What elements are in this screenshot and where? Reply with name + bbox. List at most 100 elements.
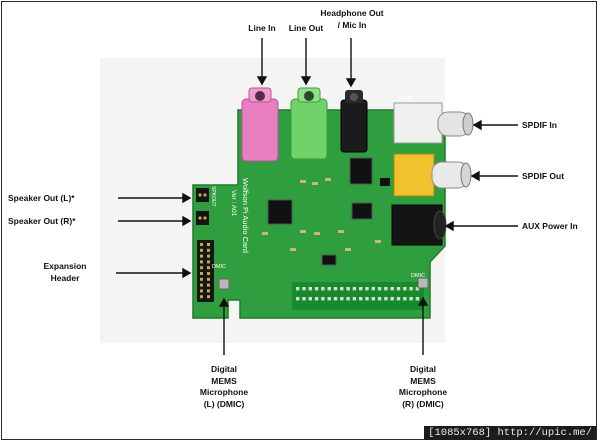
gpio-pin — [384, 287, 388, 291]
ic-chip — [349, 157, 373, 185]
gpio-pin — [302, 297, 306, 301]
gpio-pin — [314, 297, 319, 301]
ic-chip — [380, 178, 390, 186]
gpio-pin — [371, 287, 375, 291]
label-expansion-line1: Expansion — [43, 261, 87, 271]
gpio-pin — [377, 297, 382, 301]
label-line-out: Line Out — [288, 23, 324, 33]
gpio-pin — [415, 297, 420, 301]
gpio-pin — [302, 287, 306, 291]
dmic-silkscreen-right: DMIC — [411, 273, 425, 279]
label-expansion-header: Expansion Header — [30, 261, 100, 284]
label-dmic-right: Digital MEMS Microphone (R) (DMIC) — [393, 364, 453, 410]
expansion-pin — [200, 243, 203, 246]
label-headphone: Headphone Out / Mic In — [316, 8, 388, 31]
expansion-pin — [200, 260, 203, 264]
gpio-pin — [403, 297, 407, 301]
gpio-pin — [377, 287, 382, 291]
spdif-silkscreen: SPDIF — [399, 96, 414, 102]
callout-arrows — [116, 38, 518, 355]
label-dmic-left: Digital MEMS Microphone (L) (DMIC) — [194, 364, 254, 410]
label-headphone-line1: Headphone Out — [320, 8, 384, 18]
gpio-pin — [365, 287, 369, 291]
gpio-pin — [415, 287, 420, 291]
line-in-jack — [241, 87, 279, 162]
gpio-pin — [340, 287, 344, 291]
gpio-pin — [359, 297, 363, 301]
expansion-pin — [207, 295, 210, 299]
dmic-right-mic — [417, 277, 429, 289]
board-name-silkscreen: Wolfson Pi Audio Card — [241, 178, 250, 253]
label-dmic-left-line3: Microphone — [199, 387, 249, 397]
label-dmic-left-line2: MEMS — [211, 375, 237, 386]
expansion-pin — [200, 272, 203, 275]
gpio-pin — [365, 297, 369, 301]
expansion-pin — [207, 277, 210, 281]
gpio-pin — [359, 287, 363, 291]
gpio-pin — [308, 297, 312, 301]
gpio-pin — [396, 287, 401, 291]
ic-chip — [351, 202, 373, 220]
expansion-pin — [207, 243, 210, 246]
spdif-out-rca — [393, 153, 472, 197]
expansion-pin — [207, 254, 210, 258]
gpio-pin — [314, 287, 319, 291]
gpio-pin — [333, 297, 338, 301]
gpio-pin — [371, 297, 375, 301]
gpio-pin — [296, 297, 300, 301]
expansion-header — [197, 240, 214, 302]
dmic-left-mic — [218, 278, 230, 290]
gpio-pin — [390, 287, 394, 291]
gpio-pin — [403, 287, 407, 291]
gpio-pin — [327, 287, 331, 291]
gpio-pin — [321, 297, 325, 301]
gpio-pin — [396, 297, 401, 301]
gpio-pin — [384, 297, 388, 301]
ic-chip — [321, 254, 337, 266]
gpio-pin — [409, 297, 413, 301]
dmic-silkscreen-left: DMIC — [212, 264, 226, 270]
label-dmic-right-line2: MEMS — [410, 375, 436, 386]
codec-chip — [267, 199, 293, 225]
expansion-pin — [207, 266, 210, 270]
expansion-pin — [207, 289, 210, 293]
label-dmic-right-line4: (R) (DMIC) — [402, 398, 444, 409]
expansion-pin — [207, 260, 210, 264]
expansion-pin — [200, 283, 203, 287]
pcb-board — [192, 109, 446, 319]
expansion-pin — [207, 248, 210, 252]
label-headphone-line2: / Mic In — [337, 19, 367, 30]
gpio-pin — [333, 287, 338, 291]
expansion-pin — [200, 295, 203, 299]
label-dmic-left-line1: Digital — [211, 364, 237, 374]
gpio-pin — [409, 287, 413, 291]
label-line-in: Line In — [248, 23, 276, 33]
label-speaker-right: Speaker Out (R)* — [8, 216, 76, 226]
expansion-pin — [200, 254, 203, 258]
label-spdif-in: SPDIF In — [522, 120, 557, 130]
gpio-pin — [308, 287, 312, 291]
expansion-pin — [200, 289, 203, 293]
label-dmic-right-line1: Digital — [410, 364, 436, 374]
label-dmic-left-line4: (L) (DMIC) — [203, 398, 245, 409]
gpio-pin — [346, 297, 350, 301]
expansion-pin — [207, 272, 210, 275]
gpio-pin — [321, 287, 325, 291]
label-speaker-left: Speaker Out (L)* — [8, 193, 75, 203]
label-spdif-out: SPDIF Out — [522, 171, 565, 181]
expansion-pin — [200, 248, 203, 252]
spkout-silkscreen: SPKOUT — [210, 186, 216, 207]
aux-power-jack — [391, 204, 447, 246]
expansion-pin — [207, 283, 210, 287]
label-dmic-right-line3: Microphone — [398, 387, 448, 397]
speaker-left-connector — [196, 188, 209, 202]
speaker-right-connector — [196, 211, 209, 225]
board-rev-silkscreen: Ver : A01 — [230, 190, 237, 217]
gpio-pin — [346, 287, 350, 291]
gpio-pin — [352, 297, 357, 301]
expansion-pin — [200, 277, 203, 281]
label-expansion-line2: Header — [50, 272, 80, 283]
headphone-jack — [340, 90, 368, 153]
